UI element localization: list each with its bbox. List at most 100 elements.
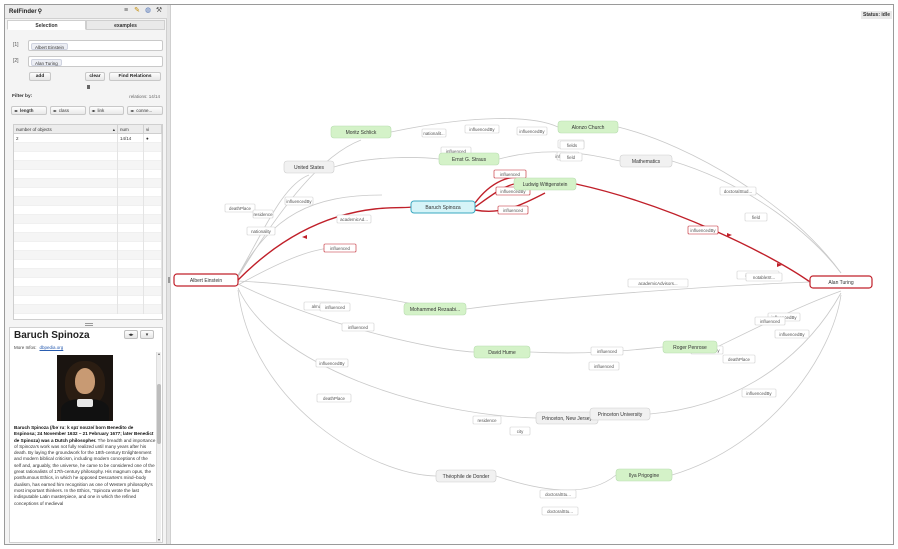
node-albert-einstein[interactable]: Albert Einstein <box>173 273 239 287</box>
add-button[interactable]: add <box>29 72 51 81</box>
info-menu-button[interactable]: ▾ <box>140 330 154 339</box>
edge-label[interactable]: influenced <box>319 302 351 312</box>
graph-edge[interactable] <box>617 126 842 274</box>
scroll-down-icon[interactable]: ▾ <box>157 537 160 542</box>
edge-label[interactable]: influenced <box>497 205 529 215</box>
tab-examples[interactable]: examples <box>86 20 165 30</box>
edge-label[interactable]: influencedBy <box>774 329 810 339</box>
find-relations-button[interactable]: Find Relations <box>109 72 161 81</box>
node-moritz-schlick[interactable]: Moritz Schlick <box>330 125 392 139</box>
column-header[interactable]: number of objects▴ <box>14 125 118 133</box>
edge-label[interactable]: field <box>744 212 768 222</box>
edge-label[interactable]: influenced <box>341 322 375 332</box>
edge-label[interactable]: deathPlace <box>722 354 756 364</box>
slider-handle[interactable] <box>87 85 90 89</box>
edge-label[interactable]: city <box>509 426 531 436</box>
graph-edge[interactable] <box>671 160 842 274</box>
globe-icon[interactable]: ◍ <box>144 7 152 14</box>
edge-label[interactable]: doctoralStud... <box>719 186 757 196</box>
edge-label[interactable]: influencedBy <box>315 358 349 368</box>
column-header[interactable]: num <box>118 125 144 133</box>
filter-class[interactable]: ◂▸class <box>49 106 86 115</box>
info-scrollbar[interactable]: ▴ ▾ <box>156 352 161 542</box>
edge-label[interactable]: influencedBy <box>464 124 500 134</box>
graph-edge[interactable] <box>237 247 349 286</box>
graph-edge[interactable] <box>333 157 440 168</box>
edge-label[interactable]: field <box>559 152 583 162</box>
pencil-icon[interactable]: ✎ <box>134 7 140 14</box>
edge-label[interactable]: influencedBy <box>741 388 777 398</box>
edge-label-text: influencedBy <box>286 199 312 204</box>
filter-link[interactable]: ◂▸link <box>88 106 125 115</box>
panel-divider[interactable] <box>167 5 171 544</box>
edge-label[interactable]: notableSt... <box>745 272 783 282</box>
graph-edge[interactable] <box>465 281 811 310</box>
edge-label[interactable]: deathPlace <box>224 203 256 213</box>
column-header[interactable]: vi <box>144 125 162 133</box>
edge-label[interactable]: influenced <box>588 361 620 371</box>
node-roger-penrose[interactable]: Roger Penrose <box>662 340 718 354</box>
edge-label[interactable]: residence <box>472 415 502 425</box>
query-chip[interactable]: Albert Einstein <box>31 43 69 50</box>
graph-edge[interactable] <box>237 139 362 278</box>
node-th-ophile-de-donder[interactable]: Théophile de Donder <box>435 469 497 483</box>
edge-label[interactable]: nationalit... <box>421 128 447 138</box>
node-alan-turing[interactable]: Alan Turing <box>809 275 873 289</box>
edge-label[interactable]: academicAd... <box>336 214 372 224</box>
node-mathematics[interactable]: Mathematics <box>619 154 673 168</box>
edge-label[interactable]: residence <box>252 209 274 219</box>
wrench-icon[interactable]: ⚒ <box>155 7 163 14</box>
table-row-empty <box>14 242 162 251</box>
graph-edge[interactable] <box>237 289 437 477</box>
filter-connectivity[interactable]: ◂▸conne... <box>127 106 163 115</box>
graph-svg[interactable]: influenced influencedBy influenced influenc… <box>172 5 894 544</box>
filter-length[interactable]: ◂▸length <box>11 106 47 115</box>
node-ludwig-wittgenstein[interactable]: Ludwig Wittgenstein <box>513 177 577 191</box>
stack-icon[interactable]: ≡ <box>123 7 129 14</box>
node-mohammed-rezaabi[interactable]: Mohammed Rezaabi... <box>403 302 467 316</box>
tab-selection[interactable]: Selection <box>7 20 86 30</box>
highlighted-edge[interactable] <box>237 206 412 281</box>
panel-splitter[interactable] <box>85 323 93 326</box>
table-row-empty <box>14 305 162 314</box>
scroll-up-icon[interactable]: ▴ <box>157 351 160 356</box>
edge-label[interactable]: influenced <box>323 243 357 253</box>
node-ilya-prigogine[interactable]: Ilya Prigogine <box>615 468 673 482</box>
info-nav-button[interactable]: ◂▸ <box>124 330 138 339</box>
graph-edge[interactable] <box>237 287 537 419</box>
scroll-thumb[interactable] <box>157 384 161 444</box>
edge-label[interactable]: influencedBy <box>516 126 548 136</box>
edge-label[interactable]: doctoralStu... <box>539 489 577 499</box>
edge-label[interactable]: nationality <box>246 226 276 236</box>
edge-label[interactable]: influenced <box>493 169 527 179</box>
node-princeton-university[interactable]: Princeton University <box>589 407 651 421</box>
edge-label[interactable]: influenced <box>590 346 624 356</box>
query-input-2[interactable]: Alan Turing <box>28 56 163 67</box>
visibility-icon[interactable]: ● <box>144 134 162 143</box>
node-david-hume[interactable]: David Hume <box>473 345 531 359</box>
edge-label[interactable]: doctoralStu... <box>541 506 579 516</box>
graph-edge[interactable] <box>671 294 842 476</box>
node-alonzo-church[interactable]: Alonzo Church <box>557 120 619 134</box>
graph-edge[interactable] <box>495 474 617 491</box>
node-baruch-spinoza[interactable]: Baruch Spinoza <box>410 200 476 214</box>
dbpedia-link[interactable]: dbpedia.org <box>39 345 64 350</box>
edge-label[interactable]: deathPlace <box>316 393 352 403</box>
node-princeton-new-jersey[interactable]: Princeton, New Jersey <box>535 411 599 425</box>
edge-label[interactable]: influenced <box>754 316 786 326</box>
edge-label[interactable]: fields <box>559 140 585 150</box>
edge-label[interactable]: influencedBy <box>284 196 314 206</box>
query-input-1[interactable]: Albert Einstein <box>28 40 163 51</box>
graph-edge[interactable] <box>649 292 842 415</box>
node-ernst-g-straus[interactable]: Ernst G. Straus <box>438 152 500 166</box>
graph-edge[interactable] <box>237 283 475 353</box>
node-united-states[interactable]: United States <box>283 160 335 174</box>
edge-label[interactable]: academicAdvisors... <box>627 278 689 288</box>
graph-edge[interactable] <box>390 118 559 133</box>
query-chip[interactable]: Alan Turing <box>31 59 62 66</box>
table-row[interactable]: 2 14/14 ● <box>14 134 162 143</box>
edge-label[interactable]: influencedBy <box>687 225 719 235</box>
graph-edge[interactable] <box>237 194 383 277</box>
clear-button[interactable]: clear <box>85 72 105 81</box>
